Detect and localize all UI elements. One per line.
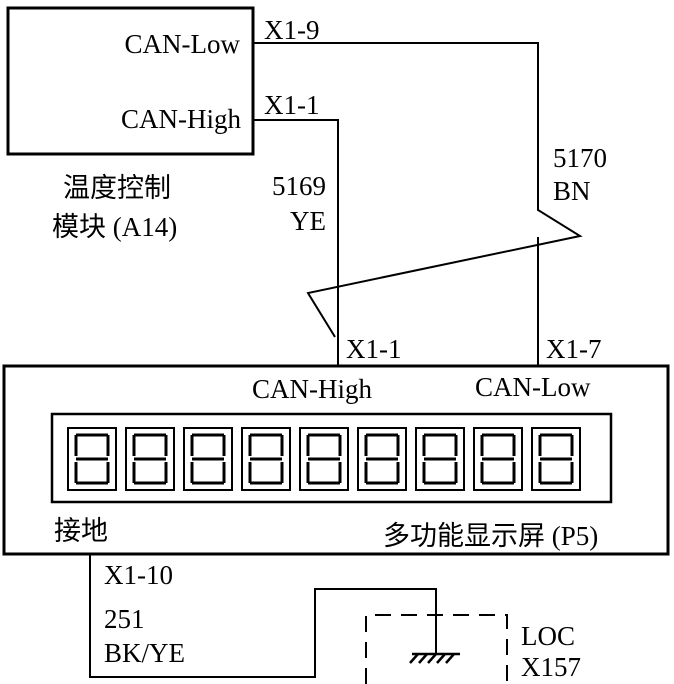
wire-number-5170: 5170	[553, 143, 607, 173]
connector-x1-1-top: X1-1	[264, 90, 320, 120]
wire-number-5169: 5169	[272, 171, 326, 201]
ground-location-box	[365, 614, 508, 684]
can-high-wire	[253, 119, 339, 365]
display-pin-high: CAN-High	[252, 374, 372, 404]
wire-color-bn: BN	[553, 176, 591, 206]
ground-wire	[89, 554, 437, 678]
connector-x1-10: X1-10	[104, 560, 173, 590]
temp-module-name-line1: 温度控制	[63, 173, 171, 203]
temp-module-box	[6, 6, 255, 156]
ground-location-id: X157	[521, 652, 581, 682]
segment-display-panel	[50, 412, 613, 504]
connector-x1-1-bottom: X1-1	[346, 334, 402, 364]
can-low-wire	[253, 42, 583, 338]
temp-module-name-line2: 模块 (A14)	[52, 212, 177, 242]
segment-digit	[531, 427, 581, 491]
temp-module-pin-low: CAN-Low	[125, 29, 241, 59]
ground-wire-color: BK/YE	[104, 638, 185, 668]
segment-digit	[67, 427, 117, 491]
ground-location-label: LOC	[521, 621, 575, 651]
display-pin-low: CAN-Low	[475, 372, 591, 402]
wire-color-ye: YE	[290, 206, 326, 236]
ground-symbol-icon	[409, 652, 460, 664]
display-module-box	[2, 364, 670, 556]
display-module-name: 多功能显示屏 (P5)	[383, 521, 598, 551]
ground-wire-number: 251	[104, 604, 145, 634]
connector-x1-7: X1-7	[546, 334, 602, 364]
segment-digit	[125, 427, 175, 491]
temp-module-pin-high: CAN-High	[121, 104, 241, 134]
segment-digit	[415, 427, 465, 491]
segment-digit	[473, 427, 523, 491]
segment-digit	[241, 427, 291, 491]
ground-label: 接地	[54, 516, 108, 546]
segment-digits	[67, 427, 581, 491]
connector-x1-9: X1-9	[264, 15, 320, 45]
segment-digit	[299, 427, 349, 491]
segment-digit	[183, 427, 233, 491]
segment-digit	[357, 427, 407, 491]
